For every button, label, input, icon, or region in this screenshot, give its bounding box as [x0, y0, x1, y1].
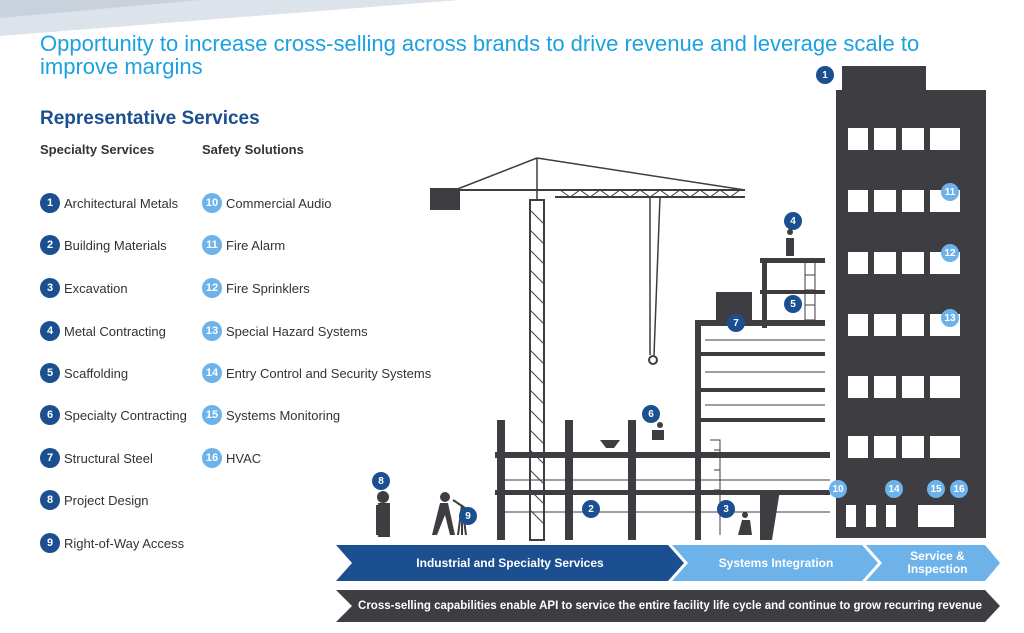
service-label: Metal Contracting: [64, 323, 166, 339]
page-title: Opportunity to increase cross-selling ac…: [40, 31, 920, 79]
safety-solutions-heading: Safety Solutions: [202, 142, 304, 157]
number-badge: 13: [202, 321, 222, 341]
marker-15: 15: [927, 480, 945, 498]
marker-14: 14: [885, 480, 903, 498]
footer-message: Cross-selling capabilities enable API to…: [358, 600, 982, 612]
marker-10: 10: [829, 480, 847, 498]
marker-4: 4: [784, 212, 802, 230]
number-badge: 3: [40, 278, 60, 298]
marker-8: 8: [372, 472, 390, 490]
scaffold-lines: [500, 260, 830, 535]
service-label: Scaffolding: [64, 365, 129, 381]
safety-label: Entry Control and Security Systems: [226, 365, 432, 381]
service-label: Building Materials: [64, 237, 167, 253]
marker-2: 2: [582, 500, 600, 518]
marker-7: 7: [727, 314, 745, 332]
stage-arrow-service: [866, 545, 1000, 581]
marker-11: 11: [941, 183, 959, 201]
number-badge: 12: [202, 278, 222, 298]
number-badge: 7: [40, 448, 60, 468]
safety-label: HVAC: [226, 450, 262, 466]
number-badge: 16: [202, 448, 222, 468]
marker-9: 9: [459, 507, 477, 525]
stage-label-service: Service & Inspection: [907, 549, 968, 576]
specialty-services-heading: Specialty Services: [40, 142, 155, 157]
safety-label: Commercial Audio: [226, 195, 332, 211]
number-badge: 8: [40, 490, 60, 510]
service-label: Right-of-Way Access: [64, 535, 185, 551]
worker-icons: [376, 229, 794, 540]
number-badge: 14: [202, 363, 222, 383]
service-label: Structural Steel: [64, 450, 153, 466]
number-badge: 11: [202, 235, 222, 255]
number-badge: 9: [40, 533, 60, 553]
number-badge: 1: [40, 193, 60, 213]
safety-label: Fire Alarm: [226, 237, 286, 253]
number-badge: 4: [40, 321, 60, 341]
marker-3: 3: [717, 500, 735, 518]
number-badge: 10: [202, 193, 222, 213]
safety-label: Systems Monitoring: [226, 407, 341, 423]
stage-arrow-systems: [672, 545, 878, 581]
stage-label-systems: Systems Integration: [718, 555, 834, 570]
marker-13: 13: [941, 309, 959, 327]
number-badge: 15: [202, 405, 222, 425]
top-accent-band: [0, 0, 460, 36]
marker-16: 16: [950, 480, 968, 498]
safety-label: Fire Sprinklers: [226, 280, 310, 296]
marker-1: 1: [816, 66, 834, 84]
service-label: Project Design: [64, 492, 149, 508]
service-label: Architectural Metals: [64, 195, 179, 211]
section-title: Representative Services: [40, 108, 260, 129]
number-badge: 2: [40, 235, 60, 255]
safety-label: Special Hazard Systems: [226, 323, 368, 339]
marker-6: 6: [642, 405, 660, 423]
tower-crane-icon: [454, 157, 746, 541]
marker-5: 5: [784, 295, 802, 313]
stage-arrow-industrial: [336, 545, 684, 581]
footer-arrow: [336, 590, 1000, 622]
number-badge: 5: [40, 363, 60, 383]
marker-12: 12: [941, 244, 959, 262]
service-label: Excavation: [64, 280, 128, 296]
stage-label-industrial: Industrial and Specialty Services: [416, 555, 604, 570]
service-label: Specialty Contracting: [64, 407, 187, 423]
number-badge: 6: [40, 405, 60, 425]
office-building: [836, 66, 986, 538]
